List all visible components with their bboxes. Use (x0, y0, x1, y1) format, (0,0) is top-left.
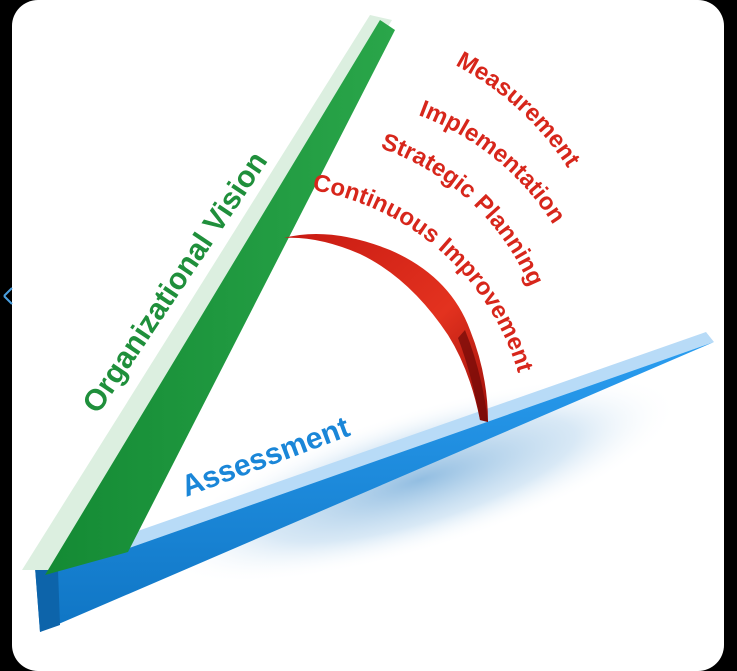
assessment-beam-end (35, 567, 60, 632)
assessment-beam-front (35, 342, 714, 632)
left-chevron-icon (3, 287, 13, 305)
improvement-arc-shade (458, 330, 488, 422)
improvement-arc (284, 234, 488, 422)
floor-shadow (160, 376, 680, 584)
assessment-beam-top (35, 332, 714, 567)
vision-beam-dark (45, 20, 395, 575)
